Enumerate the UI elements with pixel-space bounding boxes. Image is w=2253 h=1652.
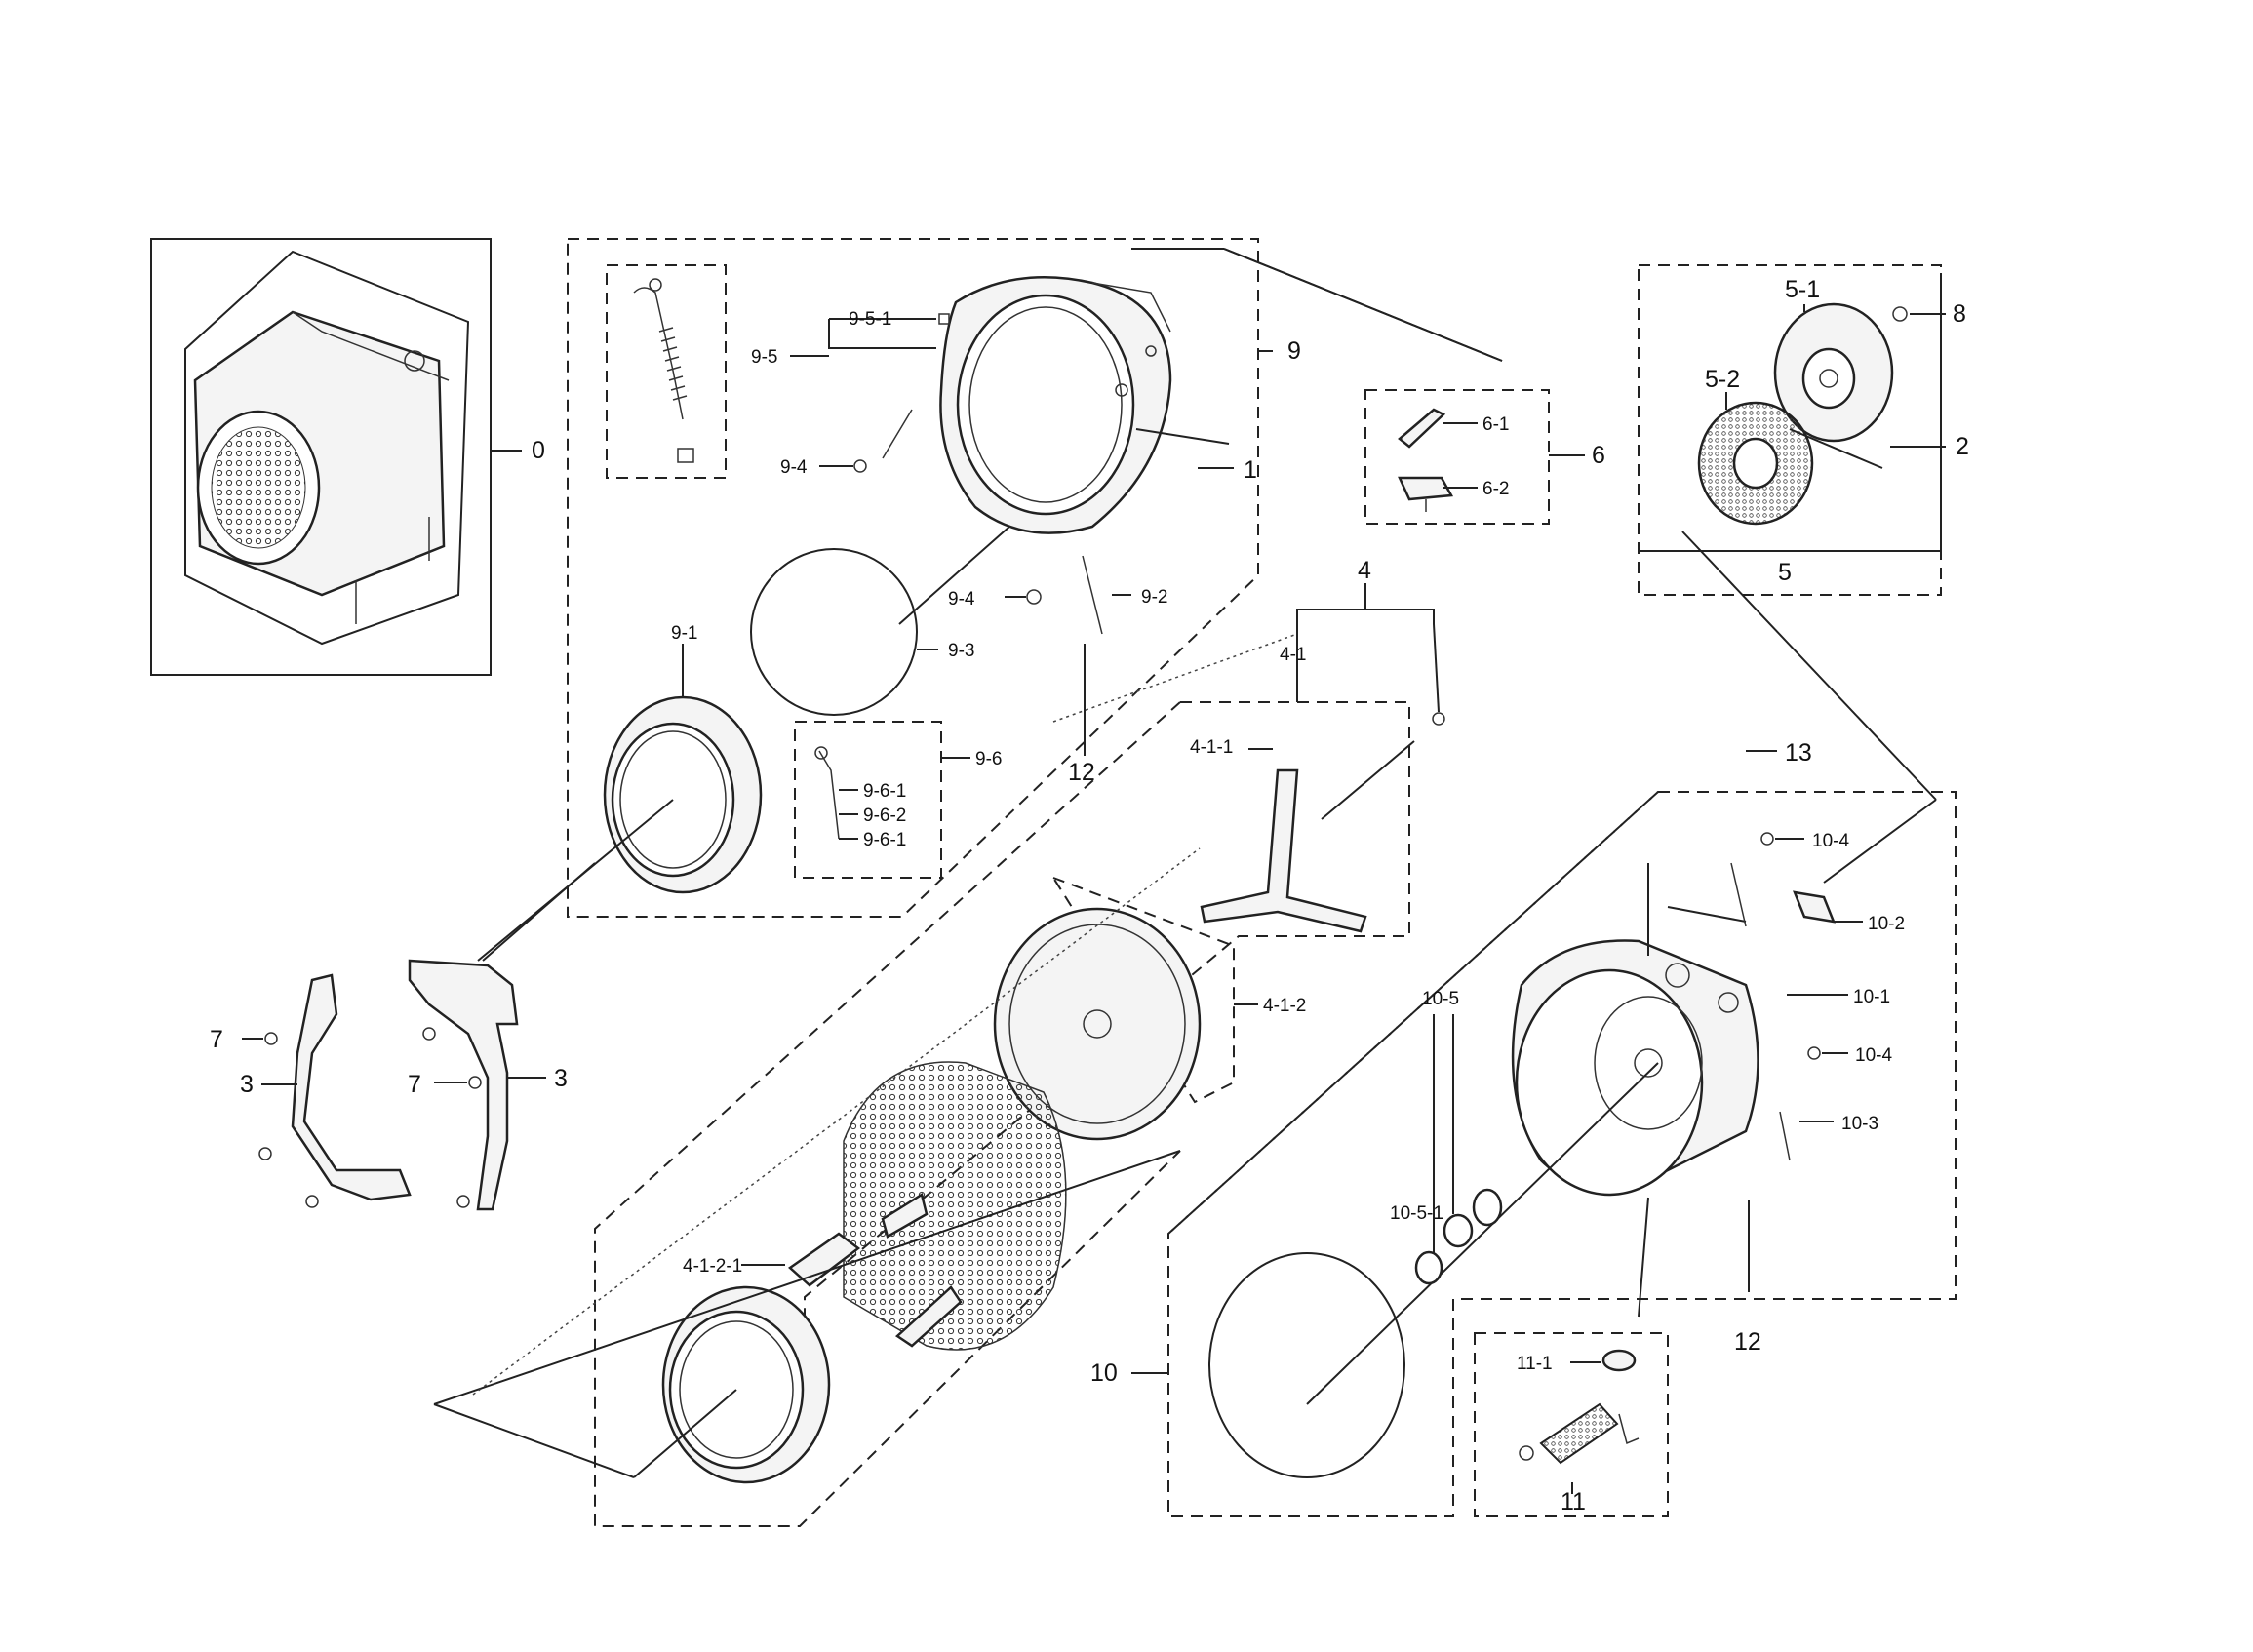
callout-label: 9-6-1 (863, 830, 906, 850)
group-11-subbox (1474, 1332, 1669, 1517)
lever-part (814, 746, 840, 840)
callout-label: 3 (554, 1065, 568, 1092)
callout-label: 6-1 (1482, 414, 1509, 435)
bolt-part (1432, 712, 1445, 726)
callout-label: 11-1 (1517, 1354, 1553, 1374)
callout-label: 8 (1953, 300, 1966, 328)
group-9-dashed-box (567, 238, 1273, 918)
sensor-part (1398, 408, 1454, 512)
callout-label: 3 (240, 1071, 254, 1098)
callout-label: 5 (1778, 559, 1792, 586)
callout-label: 5-1 (1785, 276, 1820, 303)
callout-label: 9 (1287, 337, 1301, 365)
callout-label: 10-2 (1868, 914, 1905, 934)
hose-subbox (606, 264, 727, 479)
callout-label: 4-1-2-1 (683, 1256, 742, 1277)
callout-label: 6-2 (1482, 479, 1509, 499)
drum-front-ring-part (661, 1285, 831, 1484)
callout-label: 12 (1734, 1328, 1761, 1356)
drum-basket-part (787, 1061, 1067, 1351)
callout-label: 9-6-2 (863, 806, 906, 826)
seal-part (1414, 1188, 1503, 1285)
drain-bellows-part (1519, 1349, 1640, 1465)
gasket-ring-part (750, 548, 918, 716)
hanger-rod-part (1730, 832, 1774, 927)
drum-back-part (993, 907, 1202, 1141)
callout-label: 9-6 (975, 749, 1002, 769)
callout-label: 11 (1561, 1488, 1586, 1515)
callout-label: 10-5-1 (1390, 1203, 1443, 1224)
callout-label: 4-1-2 (1263, 996, 1306, 1016)
callout-label: 9-3 (948, 641, 974, 661)
front-ring-part (603, 695, 763, 894)
group-9-6-subbox (794, 721, 942, 879)
callout-label: 4 (1358, 557, 1371, 584)
callout-label: 13 (1785, 739, 1812, 767)
callout-label: 4-1 (1280, 645, 1306, 665)
callout-label: 7 (210, 1026, 223, 1053)
callout-label: 10-5 (1422, 989, 1459, 1009)
front-tub-part (939, 275, 1172, 534)
callout-label: 9-6-1 (863, 781, 906, 802)
bracket-left-part (291, 973, 412, 1201)
callout-label: 6 (1592, 442, 1605, 469)
callout-label: 9-5-1 (849, 309, 891, 330)
damper-pin-part (1026, 555, 1103, 635)
callout-label: 10-1 (1853, 987, 1890, 1007)
group-10-dashed-box (1167, 791, 1957, 1517)
callout-label: 10-4 (1812, 831, 1849, 851)
weight-part (1793, 890, 1836, 924)
callout-label: 5-2 (1705, 366, 1740, 393)
drain-hose-part (633, 278, 694, 463)
callout-label: 9-1 (671, 623, 697, 644)
callout-label: 9-2 (1141, 587, 1167, 608)
bracket-right-part (408, 959, 519, 1211)
damper-rod-part (1779, 1111, 1791, 1161)
tub-gasket-part (1208, 1252, 1405, 1478)
callout-label: 2 (1956, 433, 1969, 460)
stator-part (1697, 401, 1814, 526)
assembled-tub (193, 310, 450, 624)
rear-tub-part (1511, 939, 1759, 1197)
callout-label: 0 (532, 437, 545, 464)
group-4-1-dashed (804, 701, 1410, 1317)
callout-label: 9-5 (751, 347, 777, 368)
callout-label: 7 (408, 1071, 421, 1098)
clip-part (938, 313, 950, 325)
spider-part (1200, 768, 1367, 933)
rotor-part (1773, 302, 1894, 443)
callout-label: 10-4 (1855, 1045, 1892, 1066)
callout-label: 9-4 (948, 589, 975, 610)
assembly-0-box (150, 238, 522, 676)
callout-label: 10 (1090, 1359, 1118, 1387)
callout-label: 10-3 (1841, 1114, 1878, 1134)
callout-label: 4-1-1 (1190, 737, 1233, 758)
callout-label: 9-4 (780, 457, 808, 478)
spring-part (853, 409, 913, 473)
group-5-dashed-box (1638, 264, 1942, 596)
nut-part (1892, 306, 1908, 322)
group-6-subbox (1364, 389, 1550, 525)
callout-label: 1 (1244, 456, 1257, 484)
